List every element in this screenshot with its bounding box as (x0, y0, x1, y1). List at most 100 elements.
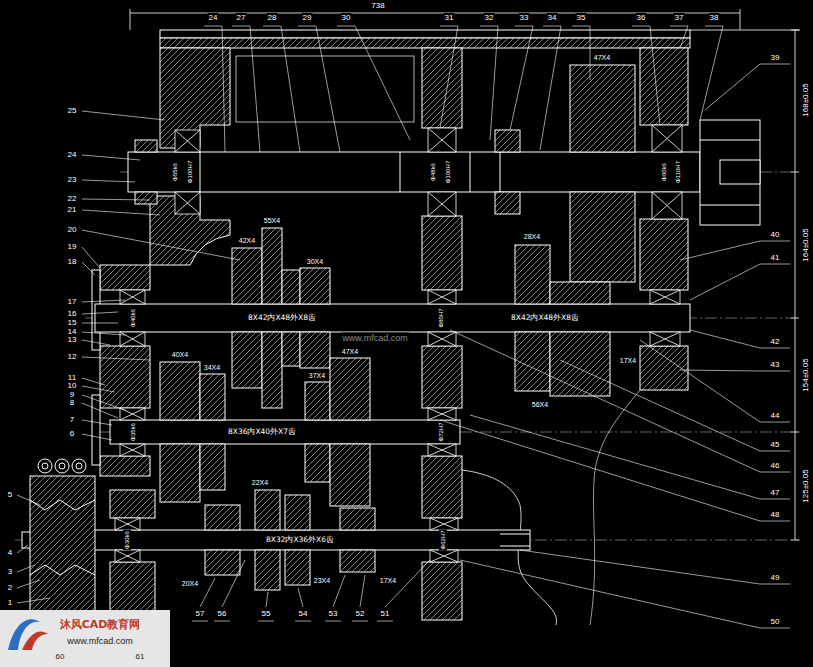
callout-number: 61 (135, 652, 146, 662)
bearing (430, 550, 458, 562)
bearing (650, 290, 680, 304)
callout-number: 45 (770, 440, 781, 450)
callout-number: 55 (261, 609, 272, 619)
callout-number: 18 (67, 257, 78, 267)
bearing (428, 290, 456, 304)
callout-number: 24 (67, 150, 78, 160)
pulley (59, 463, 65, 469)
leader-line (440, 64, 790, 628)
gear-teeth-label: 47X4 (593, 53, 611, 62)
callout-number: 37 (674, 13, 685, 23)
housing (100, 265, 150, 290)
bearing (175, 130, 200, 152)
bearing (428, 408, 456, 420)
callout-number: 1 (7, 598, 13, 608)
gear-teeth-label: 30X4 (306, 257, 324, 266)
callout-number: 20 (67, 225, 78, 235)
pulley (30, 476, 95, 620)
gear (282, 270, 300, 304)
pulley (30, 500, 95, 575)
bearing (120, 332, 145, 346)
pulley (38, 459, 52, 473)
callout-number: 28 (267, 13, 278, 23)
leader-line (82, 111, 240, 440)
callout-number: 42 (770, 337, 781, 347)
callout-number: 35 (576, 13, 587, 23)
gear (200, 374, 225, 420)
housing (640, 219, 688, 290)
gear (135, 192, 157, 204)
watermark-panel (0, 610, 170, 667)
bearing (652, 192, 682, 219)
dimension-line (130, 9, 740, 30)
callout-number: 53 (328, 609, 339, 619)
gear (232, 248, 262, 304)
watermark-url: www.mfcad.com (66, 636, 134, 647)
watermark-panel (22, 631, 48, 650)
gear (495, 130, 520, 152)
pulley (76, 463, 82, 469)
pulley (55, 459, 69, 473)
gear (305, 382, 330, 420)
pulley (72, 459, 86, 473)
callout-number: 51 (380, 609, 391, 619)
housing (640, 48, 688, 125)
gear (160, 362, 200, 420)
callout-number: 25 (67, 106, 78, 116)
callout-number: 30 (341, 13, 352, 23)
gear (300, 268, 330, 304)
callout-number: 56 (217, 609, 228, 619)
shaft (110, 420, 460, 444)
callout-number: 40 (770, 230, 781, 240)
dimension-text: 154±0.05 (801, 357, 811, 392)
gear (285, 550, 310, 585)
bearing (650, 290, 680, 304)
gear (282, 332, 300, 366)
fit-tolerance: Φ48k6 (429, 162, 437, 182)
gear (330, 444, 370, 506)
gear-teeth-label: 55X4 (263, 216, 281, 225)
dimension-text: 738 (370, 1, 385, 11)
housing (236, 56, 414, 122)
gear-teeth-label: 17X4 (619, 356, 637, 365)
callout-number: 23 (67, 175, 78, 185)
bearing (428, 408, 456, 420)
bearing (115, 550, 140, 562)
shaft (22, 120, 760, 550)
callout-number: 52 (355, 609, 366, 619)
bearing (428, 192, 456, 216)
bearing (428, 290, 456, 304)
bearing (428, 128, 456, 152)
shaft (30, 530, 530, 550)
gear-teeth-label: 40X4 (171, 350, 189, 359)
shaft (200, 152, 500, 192)
gear (135, 140, 157, 152)
housing (100, 346, 150, 408)
gear (340, 508, 375, 530)
gear (495, 192, 520, 214)
bearing (428, 332, 456, 346)
housing (422, 562, 462, 620)
fit-tolerance: Φ40k6 (129, 308, 137, 328)
gear-teeth-label: 34X4 (203, 363, 221, 372)
shaft (128, 152, 700, 192)
gear-teeth-label: 37X4 (308, 371, 326, 380)
bearing (115, 518, 140, 530)
bearing (115, 550, 140, 562)
bearing (175, 192, 200, 214)
gear (262, 228, 282, 304)
callout-number: 4 (7, 548, 13, 558)
gear (570, 192, 635, 282)
pulley (42, 463, 48, 469)
bearing (652, 125, 682, 152)
gear (300, 332, 330, 368)
callout-number: 36 (636, 13, 647, 23)
callout-number: 39 (770, 53, 781, 63)
shaft (700, 140, 760, 205)
gear-teeth-label: 56X4 (531, 400, 549, 409)
gear (255, 550, 280, 590)
gear (515, 245, 550, 304)
bearing (175, 192, 200, 214)
shaft (700, 120, 760, 225)
dimension-text: 168±0.05 (801, 82, 811, 117)
